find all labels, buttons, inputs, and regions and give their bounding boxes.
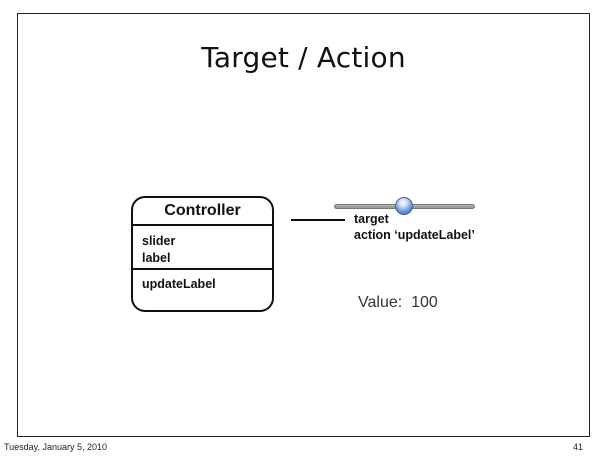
slide: Target / Action Controller slider label …: [17, 13, 590, 437]
target-annotation: target: [354, 212, 389, 226]
method-update-label: updateLabel: [142, 277, 216, 291]
footer-date: Tuesday, January 5, 2010: [4, 442, 108, 452]
value-label: Value: 100: [358, 294, 438, 311]
target-connector-line: [291, 219, 345, 221]
controller-name: Controller: [133, 198, 272, 226]
controller-properties: slider label: [133, 226, 272, 270]
property-label: label: [142, 251, 171, 265]
controller-box: Controller slider label updateLabel: [131, 196, 274, 312]
property-slider: slider: [142, 234, 176, 248]
slide-title: Target / Action: [201, 41, 406, 74]
action-annotation: action ‘updateLabel’: [354, 228, 475, 242]
footer-page-number: 41: [572, 442, 583, 452]
controller-methods: updateLabel: [133, 270, 272, 293]
slider-thumb[interactable]: [395, 197, 413, 215]
